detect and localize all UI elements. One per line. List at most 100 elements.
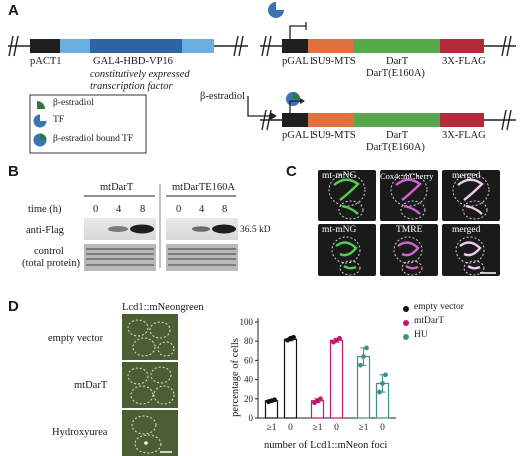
d-data-point bbox=[337, 335, 342, 341]
time-point-1: 0 bbox=[93, 204, 99, 215]
d-bar bbox=[329, 339, 344, 419]
group-label-mtdart-e160a: mtDarTE160A bbox=[172, 182, 235, 193]
c-label-cox4: Cox4::mCherry bbox=[380, 171, 434, 181]
flag-tag-box-top bbox=[440, 39, 484, 53]
gal4-gene-box-left bbox=[60, 39, 90, 53]
gal4-gene-box-mid bbox=[90, 39, 182, 53]
gal4-gene-box-right bbox=[182, 39, 214, 53]
pgal1-promoter-box-top bbox=[282, 39, 308, 53]
d-y-tick-label: 100 bbox=[240, 317, 254, 327]
panel-b-group-lines bbox=[84, 184, 236, 268]
micrograph-c-cox4-1 bbox=[380, 170, 438, 221]
c-label-mng-1: mt-mNG bbox=[322, 171, 357, 181]
d-y-tick-label: 20 bbox=[244, 394, 254, 404]
tf-caption-1: constitutively expressed bbox=[90, 69, 190, 80]
d-data-point bbox=[272, 397, 277, 403]
band-dart-8h bbox=[130, 224, 154, 234]
tf-caption-2: transcription factor bbox=[90, 81, 173, 92]
d-data-point bbox=[383, 372, 388, 378]
size-marker-label: 36.5 kD bbox=[240, 225, 271, 235]
d-chart-ylabel: percentage of cells bbox=[229, 338, 241, 417]
su9-label-top: SU9-MTS bbox=[312, 56, 356, 67]
band-e160a-4h bbox=[192, 226, 210, 232]
control-label: control bbox=[34, 246, 64, 257]
dart-label-top: DarT bbox=[386, 56, 409, 67]
legend-estradiol: β-estradiol bbox=[53, 98, 94, 108]
tf-icon-top bbox=[268, 2, 284, 18]
su9-mts-box-bottom bbox=[308, 113, 354, 127]
panel-d-letter: D bbox=[8, 298, 19, 315]
dart-e160a-label-bottom: DarT(E160A) bbox=[366, 142, 425, 153]
d-x-tick-label: ≥1 bbox=[313, 423, 323, 433]
d-condition-empty-vector: empty vector bbox=[48, 333, 104, 344]
estradiol-arrow bbox=[247, 96, 270, 117]
micrograph-d-hydroxyurea bbox=[122, 410, 178, 456]
dart-label-bottom: DarT bbox=[386, 130, 409, 141]
d-condition-mtdart: mtDarT bbox=[74, 380, 108, 391]
micrograph-c-merged-1 bbox=[442, 170, 500, 221]
gal4-gene-label: GAL4-HBD-VP16 bbox=[93, 56, 173, 67]
time-point-5: 4 bbox=[199, 204, 205, 215]
band-e160a-8h bbox=[212, 224, 236, 234]
d-legend-empty: empty vector bbox=[414, 302, 464, 312]
d-legend-dot-hu bbox=[403, 334, 409, 340]
dart-gene-box-bottom bbox=[354, 113, 440, 127]
time-point-3: 8 bbox=[140, 204, 146, 215]
d-y-tick-label: 0 bbox=[249, 413, 254, 423]
flag-label-bottom: 3X-FLAG bbox=[442, 130, 486, 141]
flag-label-top: 3X-FLAG bbox=[442, 56, 486, 67]
micrograph-c-mng-2 bbox=[318, 224, 376, 276]
d-condition-hydroxyurea: Hydroxyurea bbox=[52, 427, 108, 438]
flag-tag-box-bottom bbox=[440, 113, 484, 127]
d-legend-dot-empty bbox=[403, 306, 409, 312]
panel-b-letter: B bbox=[8, 163, 19, 180]
pgal1-label-top: pGAL1 bbox=[282, 56, 315, 67]
d-data-point bbox=[291, 334, 296, 340]
micrograph-c-tmre bbox=[380, 224, 438, 276]
d-bar bbox=[283, 338, 298, 419]
d-x-tick-label: 0 bbox=[288, 423, 293, 433]
pact1-label: pACT1 bbox=[30, 56, 62, 67]
time-label: time (h) bbox=[28, 204, 62, 215]
d-legend-mtdart: mtDarT bbox=[414, 316, 445, 326]
band-dart-4h bbox=[108, 226, 128, 232]
micrograph-c-merged-2 bbox=[442, 224, 500, 276]
estradiol-legend-icon bbox=[37, 101, 45, 109]
tf-legend-icon bbox=[33, 114, 47, 128]
c-label-mng-2: mt-mNG bbox=[322, 225, 357, 235]
d-data-point bbox=[364, 345, 369, 351]
d-x-tick-label: ≥1 bbox=[359, 423, 369, 433]
d-legend: empty vector mtDarT HU bbox=[400, 302, 518, 346]
time-point-4: 0 bbox=[176, 204, 182, 215]
micrograph-d-empty-vector bbox=[122, 314, 178, 360]
bound-tf-legend-icon bbox=[33, 133, 47, 147]
d-legend-dot-mtdart bbox=[403, 320, 409, 326]
time-point-2: 4 bbox=[116, 204, 122, 215]
control-sublabel: (total protein) bbox=[22, 258, 81, 269]
d-y-tick-label: 40 bbox=[244, 375, 254, 385]
su9-label-bottom: SU9-MTS bbox=[312, 130, 356, 141]
d-y-tick-label: 80 bbox=[244, 336, 254, 346]
pact1-promoter-box bbox=[30, 39, 60, 53]
micrograph-d-mtdart bbox=[122, 362, 178, 408]
su9-mts-box-top bbox=[308, 39, 354, 53]
d-x-tick-label: 0 bbox=[334, 423, 339, 433]
time-point-6: 8 bbox=[222, 204, 228, 215]
panel-c-letter: C bbox=[286, 163, 297, 180]
pgal1-label-bottom: pGAL1 bbox=[282, 130, 315, 141]
dart-gene-box-top bbox=[354, 39, 440, 53]
micro-d-title: Lcd1::mNeongreen bbox=[122, 302, 204, 313]
panel-a-legend-box bbox=[29, 94, 147, 154]
group-label-mtdart: mtDarT bbox=[100, 182, 134, 193]
d-x-tick-label: ≥1 bbox=[267, 423, 277, 433]
legend-bound-tf: β-estradiol bound TF bbox=[53, 134, 134, 144]
western-blot bbox=[84, 218, 238, 271]
d-chart-xlabel: number of Lcd1::mNeon foci bbox=[264, 440, 388, 451]
dart-e160a-label-top: DarT(E160A) bbox=[366, 68, 425, 79]
d-x-tick-label: 0 bbox=[380, 423, 385, 433]
estradiol-arrow-label: β-estradiol bbox=[200, 91, 245, 102]
d-data-point bbox=[377, 389, 382, 395]
d-legend-hu: HU bbox=[414, 330, 428, 340]
d-data-point bbox=[318, 396, 323, 402]
